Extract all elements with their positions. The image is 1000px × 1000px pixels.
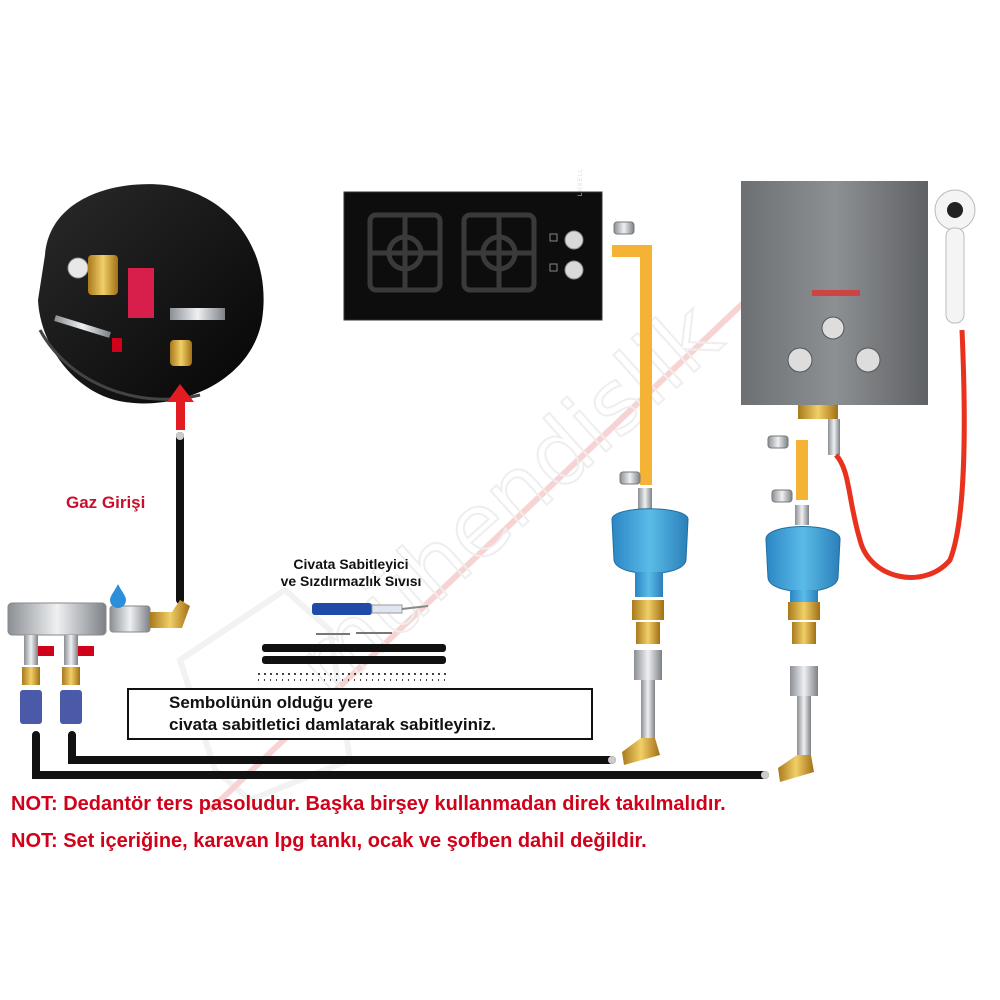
regulator-top-nut [638, 488, 652, 510]
gas-hob [343, 191, 603, 321]
hob-indicator-2 [549, 263, 558, 272]
note-set-contents: NOT: Set içeriğine, karavan lpg tankı, o… [11, 830, 647, 852]
regulator-body [611, 508, 689, 574]
regulator-brass-adapter [636, 622, 660, 644]
hose-end-fitting [608, 756, 616, 764]
hob-regulator [611, 488, 689, 765]
instruction-box: Sembolünün olduğu yere civata sabitletic… [127, 688, 593, 740]
manifold-valve-handle-1 [38, 646, 54, 656]
tank-side-fitting [170, 308, 225, 320]
shower-head-nozzle [947, 202, 963, 218]
hob-brand: LUXELL [578, 167, 584, 196]
kit-clips [262, 644, 446, 664]
instruction-line2: civata sabitletici damlatarak sabitleyin… [169, 715, 496, 734]
hob-burner-left [367, 212, 443, 293]
heater-knob-top [821, 316, 845, 340]
heater-regulator [765, 505, 841, 782]
tank-valve-block [88, 255, 118, 295]
hob-knob-1 [564, 230, 584, 250]
flex-hose-nut [790, 666, 818, 696]
tank-outlet-elbow [170, 340, 192, 366]
shower-hose [834, 329, 967, 580]
manifold-fitting-2 [62, 667, 80, 685]
manifold-fitting-1 [22, 667, 40, 685]
regulator-brass-nut [632, 600, 664, 620]
hose-end-fitting [176, 432, 184, 440]
sealant-kit [258, 603, 448, 681]
hob-glass [343, 191, 603, 321]
manifold-valve-handle-2 [78, 646, 94, 656]
arrow-shaft [176, 400, 185, 430]
hob-indicator-1 [549, 233, 558, 242]
flex-hose [641, 680, 655, 740]
heater-water-outlet [828, 419, 840, 455]
regulator-top-nut [795, 505, 809, 525]
heater-gas-pipe [767, 435, 808, 503]
water-heater [741, 181, 928, 455]
pipe-vertical [796, 440, 808, 500]
manifold-outlet-2 [64, 635, 78, 665]
heater-vent-strip [812, 290, 860, 296]
manifold-inlet-nut [109, 605, 151, 633]
syringe-body [312, 603, 372, 615]
regulator-neck [790, 590, 818, 604]
flex-hose [797, 696, 811, 756]
syringe-barrel [371, 604, 403, 614]
gas-inlet-label: Gaz Girişi [66, 493, 146, 512]
lpg-tank [38, 184, 264, 404]
tank-red-valve [112, 338, 122, 352]
hob-knob-2 [564, 260, 584, 280]
hob-gas-pipe [612, 221, 652, 485]
tank-gauge [67, 257, 89, 279]
heater-bottom-fitting [798, 405, 838, 419]
pipe-vertical [640, 245, 652, 485]
hose-end-fitting [761, 771, 769, 779]
hose-to-hob [68, 731, 616, 764]
sealant-title: Civata Sabitleyici ve Sızdırmazlık Sıvıs… [256, 556, 446, 590]
sealant-title-line2: ve Sızdırmazlık Sıvısı [280, 573, 422, 589]
heater-knob-right [855, 347, 881, 373]
hob-burner-right [461, 212, 537, 293]
gas-manifold [7, 600, 190, 724]
flex-hose-elbow [622, 738, 660, 765]
pipe-clamp-top [613, 221, 635, 235]
tank-pipe-1 [54, 315, 111, 338]
manifold-body [7, 602, 107, 636]
manifold-nut-1 [20, 690, 42, 724]
shower-handle [945, 227, 965, 324]
syringe-needle [401, 605, 429, 610]
manifold-nut-2 [60, 690, 82, 724]
regulator-brass-nut [788, 602, 820, 620]
regulator-body [765, 526, 841, 592]
heater-knob-left [787, 347, 813, 373]
water-drop-icon [110, 584, 126, 608]
arrow-head [167, 384, 194, 402]
flex-hose-nut [634, 650, 662, 680]
pipe-clamp-bottom [771, 489, 793, 503]
hose-to-heater [32, 731, 769, 779]
sealant-title-line1: Civata Sabitleyici [293, 556, 409, 572]
regulator-brass-adapter [792, 622, 816, 644]
hoses [32, 432, 769, 779]
manifold-outlet-1 [24, 635, 38, 665]
instruction-line1: Sembolünün olduğu yere [169, 693, 374, 712]
note-reverse-regulator: NOT: Dedantör ters pasoludur. Başka birş… [11, 793, 726, 815]
pipe-clamp-top [767, 435, 789, 449]
shower [834, 189, 976, 580]
flex-hose-elbow [778, 755, 814, 782]
gas-flow-arrow [167, 384, 194, 430]
pipe-clamp-bottom [619, 471, 641, 485]
kit-screws [258, 673, 448, 681]
tank-warning-label [128, 268, 154, 318]
regulator-neck [635, 572, 663, 597]
manifold-inlet-elbow [150, 600, 190, 628]
